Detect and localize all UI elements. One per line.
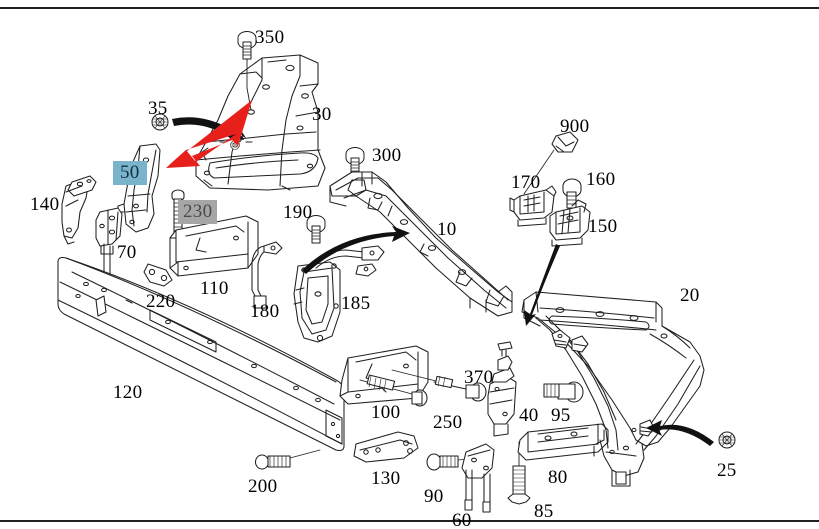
- part-25-nut: [718, 431, 736, 449]
- callout-label-80: 80: [548, 467, 568, 488]
- part-70-shape: [95, 207, 123, 287]
- part-140-shape: [61, 175, 97, 245]
- part-300-bolt: [345, 146, 365, 176]
- callout-label-185: 185: [341, 293, 371, 314]
- callout-label-60: 60: [452, 510, 472, 529]
- part-185-shape: [293, 245, 385, 343]
- callout-label-350: 350: [255, 27, 285, 48]
- part-250-bolt: [359, 374, 428, 407]
- part-130-shape: [353, 431, 419, 463]
- callout-label-30: 30: [312, 104, 332, 125]
- callout-label-180: 180: [250, 301, 280, 322]
- callout-label-370: 370: [464, 367, 494, 388]
- callout-label-140: 140: [30, 194, 60, 215]
- callout-label-10: 10: [437, 219, 457, 240]
- callout-label-230[interactable]: 230: [178, 200, 218, 224]
- part-misc-left: [95, 295, 107, 317]
- arrow-150-to-20: [524, 244, 560, 326]
- callout-label-90: 90: [424, 486, 444, 507]
- part-20-shape: [521, 291, 705, 487]
- arrow-25-to-20: [646, 420, 714, 446]
- part-370-bolt: [391, 369, 487, 402]
- part-60-shape: [461, 443, 495, 513]
- red-callout-arrow: [166, 100, 252, 168]
- callout-label-130: 130: [371, 468, 401, 489]
- callout-label-95: 95: [551, 405, 571, 426]
- callout-label-200: 200: [248, 476, 278, 497]
- part-110-shape: [169, 215, 259, 277]
- callout-label-250: 250: [433, 412, 463, 433]
- callout-label-70: 70: [117, 242, 137, 263]
- callout-label-110: 110: [200, 278, 229, 299]
- callout-label-20: 20: [680, 285, 700, 306]
- part-150-shape: [549, 199, 591, 247]
- arrow-to-10: [302, 226, 410, 274]
- part-10-shape: [329, 171, 513, 317]
- part-80-shape: [517, 423, 609, 461]
- callout-label-100: 100: [371, 402, 401, 423]
- part-220-shape: [143, 263, 173, 287]
- top-divider-rule: [0, 7, 819, 9]
- part-30-shape: [195, 54, 326, 191]
- callout-label-220: 220: [146, 291, 176, 312]
- part-200-bolt: [254, 449, 321, 470]
- callout-label-900: 900: [560, 116, 590, 137]
- callout-label-40: 40: [519, 405, 539, 426]
- callout-label-170: 170: [511, 172, 541, 193]
- callout-label-300: 300: [372, 145, 402, 166]
- part-160-bolt: [562, 178, 582, 209]
- part-120-shape: [57, 256, 345, 452]
- callout-label-85: 85: [534, 501, 554, 522]
- part-85-screw: [507, 441, 531, 505]
- callout-label-50[interactable]: 50: [113, 161, 147, 185]
- callout-label-160: 160: [586, 169, 616, 190]
- part-50-shape: [117, 143, 161, 233]
- part-170-shape: [509, 185, 557, 227]
- part-95-bolt: [543, 381, 584, 403]
- part-40-shape: [487, 341, 517, 437]
- callout-label-120: 120: [113, 382, 143, 403]
- callout-label-25: 25: [717, 460, 737, 481]
- part-180-shape: [251, 241, 283, 309]
- bottom-divider-rule: [0, 520, 819, 522]
- callout-label-190: 190: [283, 202, 313, 223]
- callout-label-35: 35: [148, 98, 168, 119]
- part-900-shape: [523, 131, 579, 195]
- callout-label-150: 150: [588, 216, 618, 237]
